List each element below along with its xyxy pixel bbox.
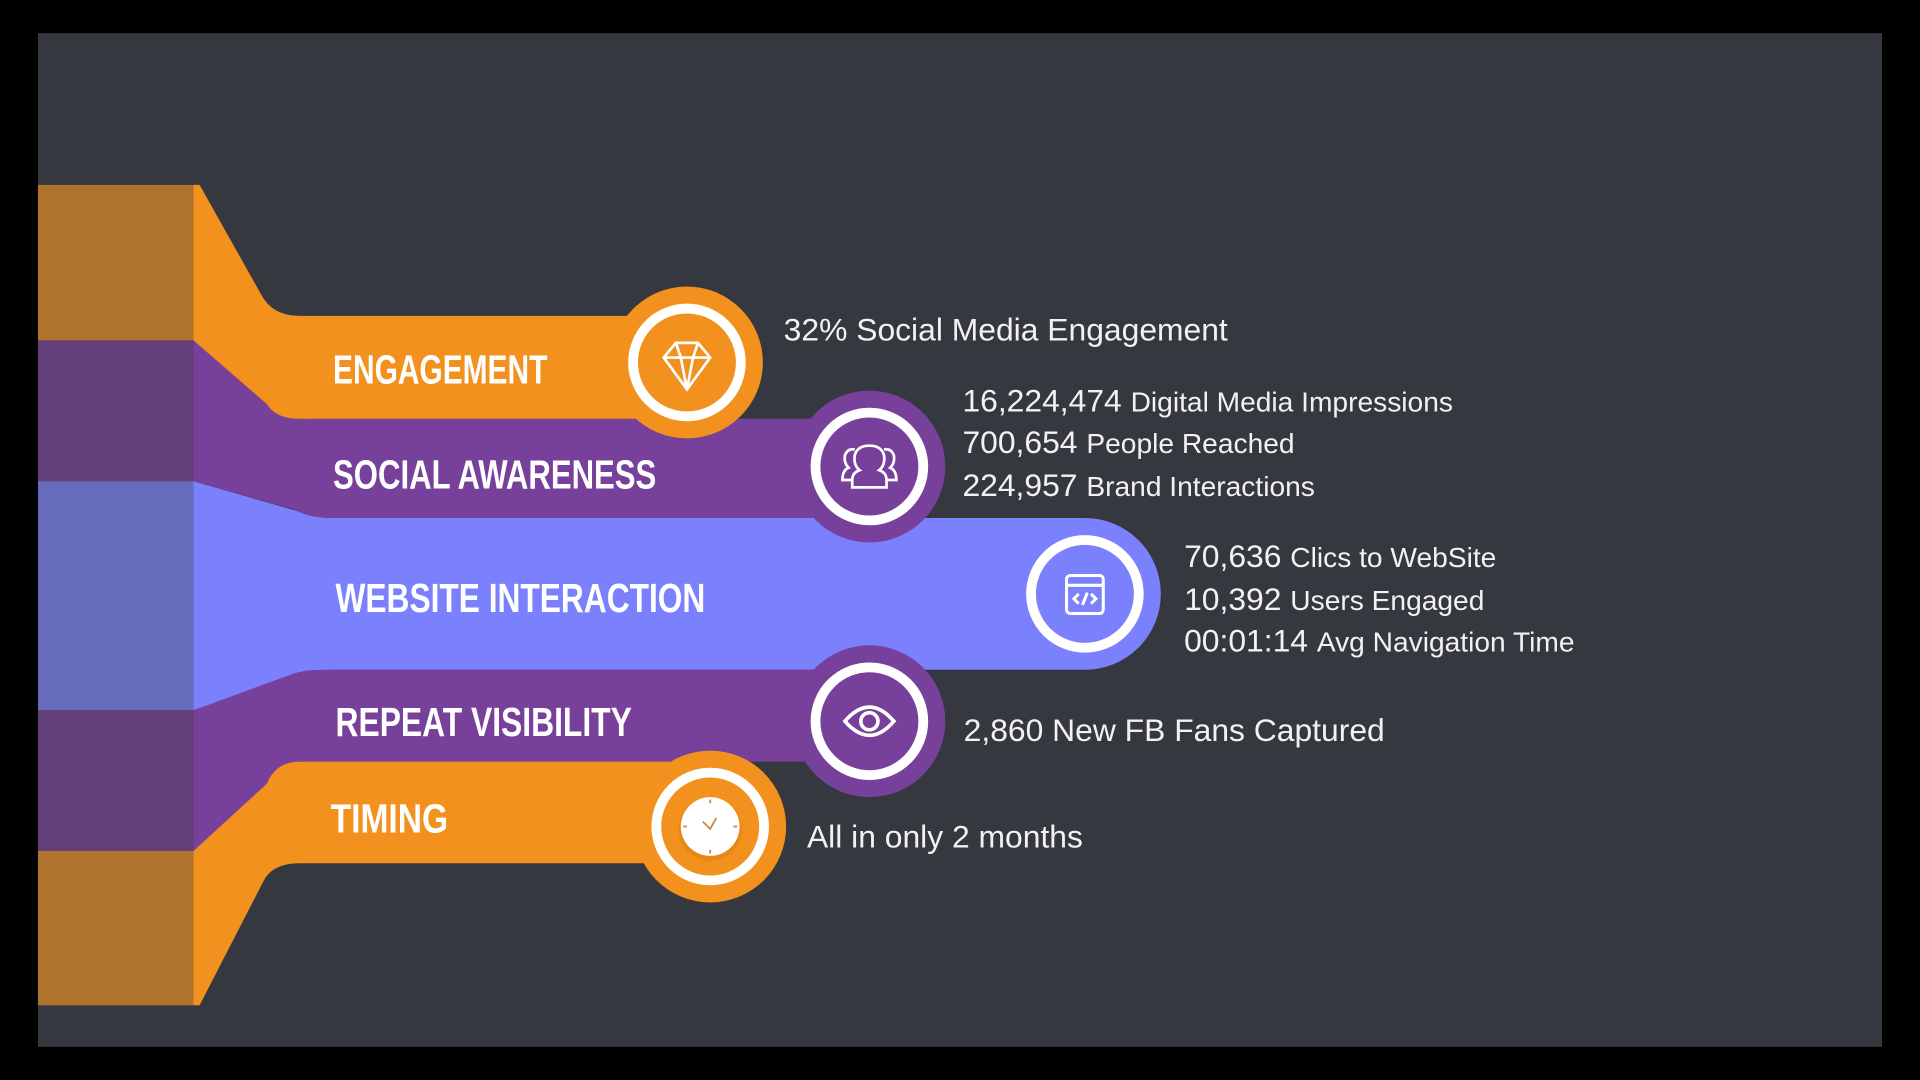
stage-label-engagement: ENGAGEMENT xyxy=(333,346,548,392)
stage-label-social-awareness: SOCIAL AWARENESS xyxy=(333,452,656,498)
stat-value: 224,957 xyxy=(962,467,1077,503)
stage-label-website-interaction: WEBSITE INTERACTION xyxy=(336,575,706,621)
eye-icon xyxy=(842,705,897,737)
stat-social-3: 224,957 Brand Interactions xyxy=(962,467,1314,503)
stat-value: 16,224,474 xyxy=(962,382,1121,418)
band-timing xyxy=(193,761,711,1006)
stat-social-1: 16,224,474 Digital Media Impressions xyxy=(962,382,1453,418)
stat-timing: All in only 2 months xyxy=(807,818,1083,854)
stat-text: Clics to WebSite xyxy=(1290,542,1496,573)
browser-code-icon xyxy=(1065,573,1105,615)
stat-value: 10,392 xyxy=(1184,581,1281,617)
band-engagement xyxy=(193,184,686,419)
stat-social-2: 700,654 People Reached xyxy=(962,424,1294,460)
stat-value: 70,636 xyxy=(1184,538,1281,574)
stat-website-3: 00:01:14 Avg Navigation Time xyxy=(1184,622,1574,658)
stat-engagement: 32% Social Media Engagement xyxy=(784,311,1228,347)
timing-icon-badge xyxy=(634,750,787,903)
left-block-repeat xyxy=(37,710,194,852)
diamond-icon xyxy=(661,341,712,392)
left-block-timing xyxy=(37,851,194,1006)
stat-website-1: 70,636 Clics to WebSite xyxy=(1184,538,1496,574)
website-icon-badge xyxy=(1026,535,1144,653)
stat-value: 700,654 xyxy=(962,424,1077,460)
clock-icon xyxy=(678,797,743,861)
stat-text: Digital Media Impressions xyxy=(1131,386,1453,417)
band-repeat xyxy=(193,669,870,852)
left-block-website xyxy=(37,481,194,711)
stage-label-repeat-visibility: REPEAT VISIBILITY xyxy=(336,699,632,745)
engagement-icon-badge xyxy=(611,286,763,439)
band-website xyxy=(193,481,1161,711)
band-social xyxy=(193,340,870,518)
stat-website-2: 10,392 Users Engaged xyxy=(1184,581,1484,617)
stat-text: Brand Interactions xyxy=(1086,471,1315,502)
left-block-engagement xyxy=(37,184,194,341)
repeat-icon-badge xyxy=(793,645,946,798)
stage-label-timing: TIMING xyxy=(331,796,449,842)
stat-repeat: 2,860 New FB Fans Captured xyxy=(964,712,1385,748)
stat-text: People Reached xyxy=(1086,428,1294,459)
stat-text: Users Engaged xyxy=(1290,585,1484,616)
stat-text: Avg Navigation Time xyxy=(1317,626,1575,657)
social-icon-badge xyxy=(793,390,946,543)
left-block-social xyxy=(37,340,194,482)
users-icon xyxy=(841,444,898,489)
stat-value: 00:01:14 xyxy=(1184,622,1308,658)
